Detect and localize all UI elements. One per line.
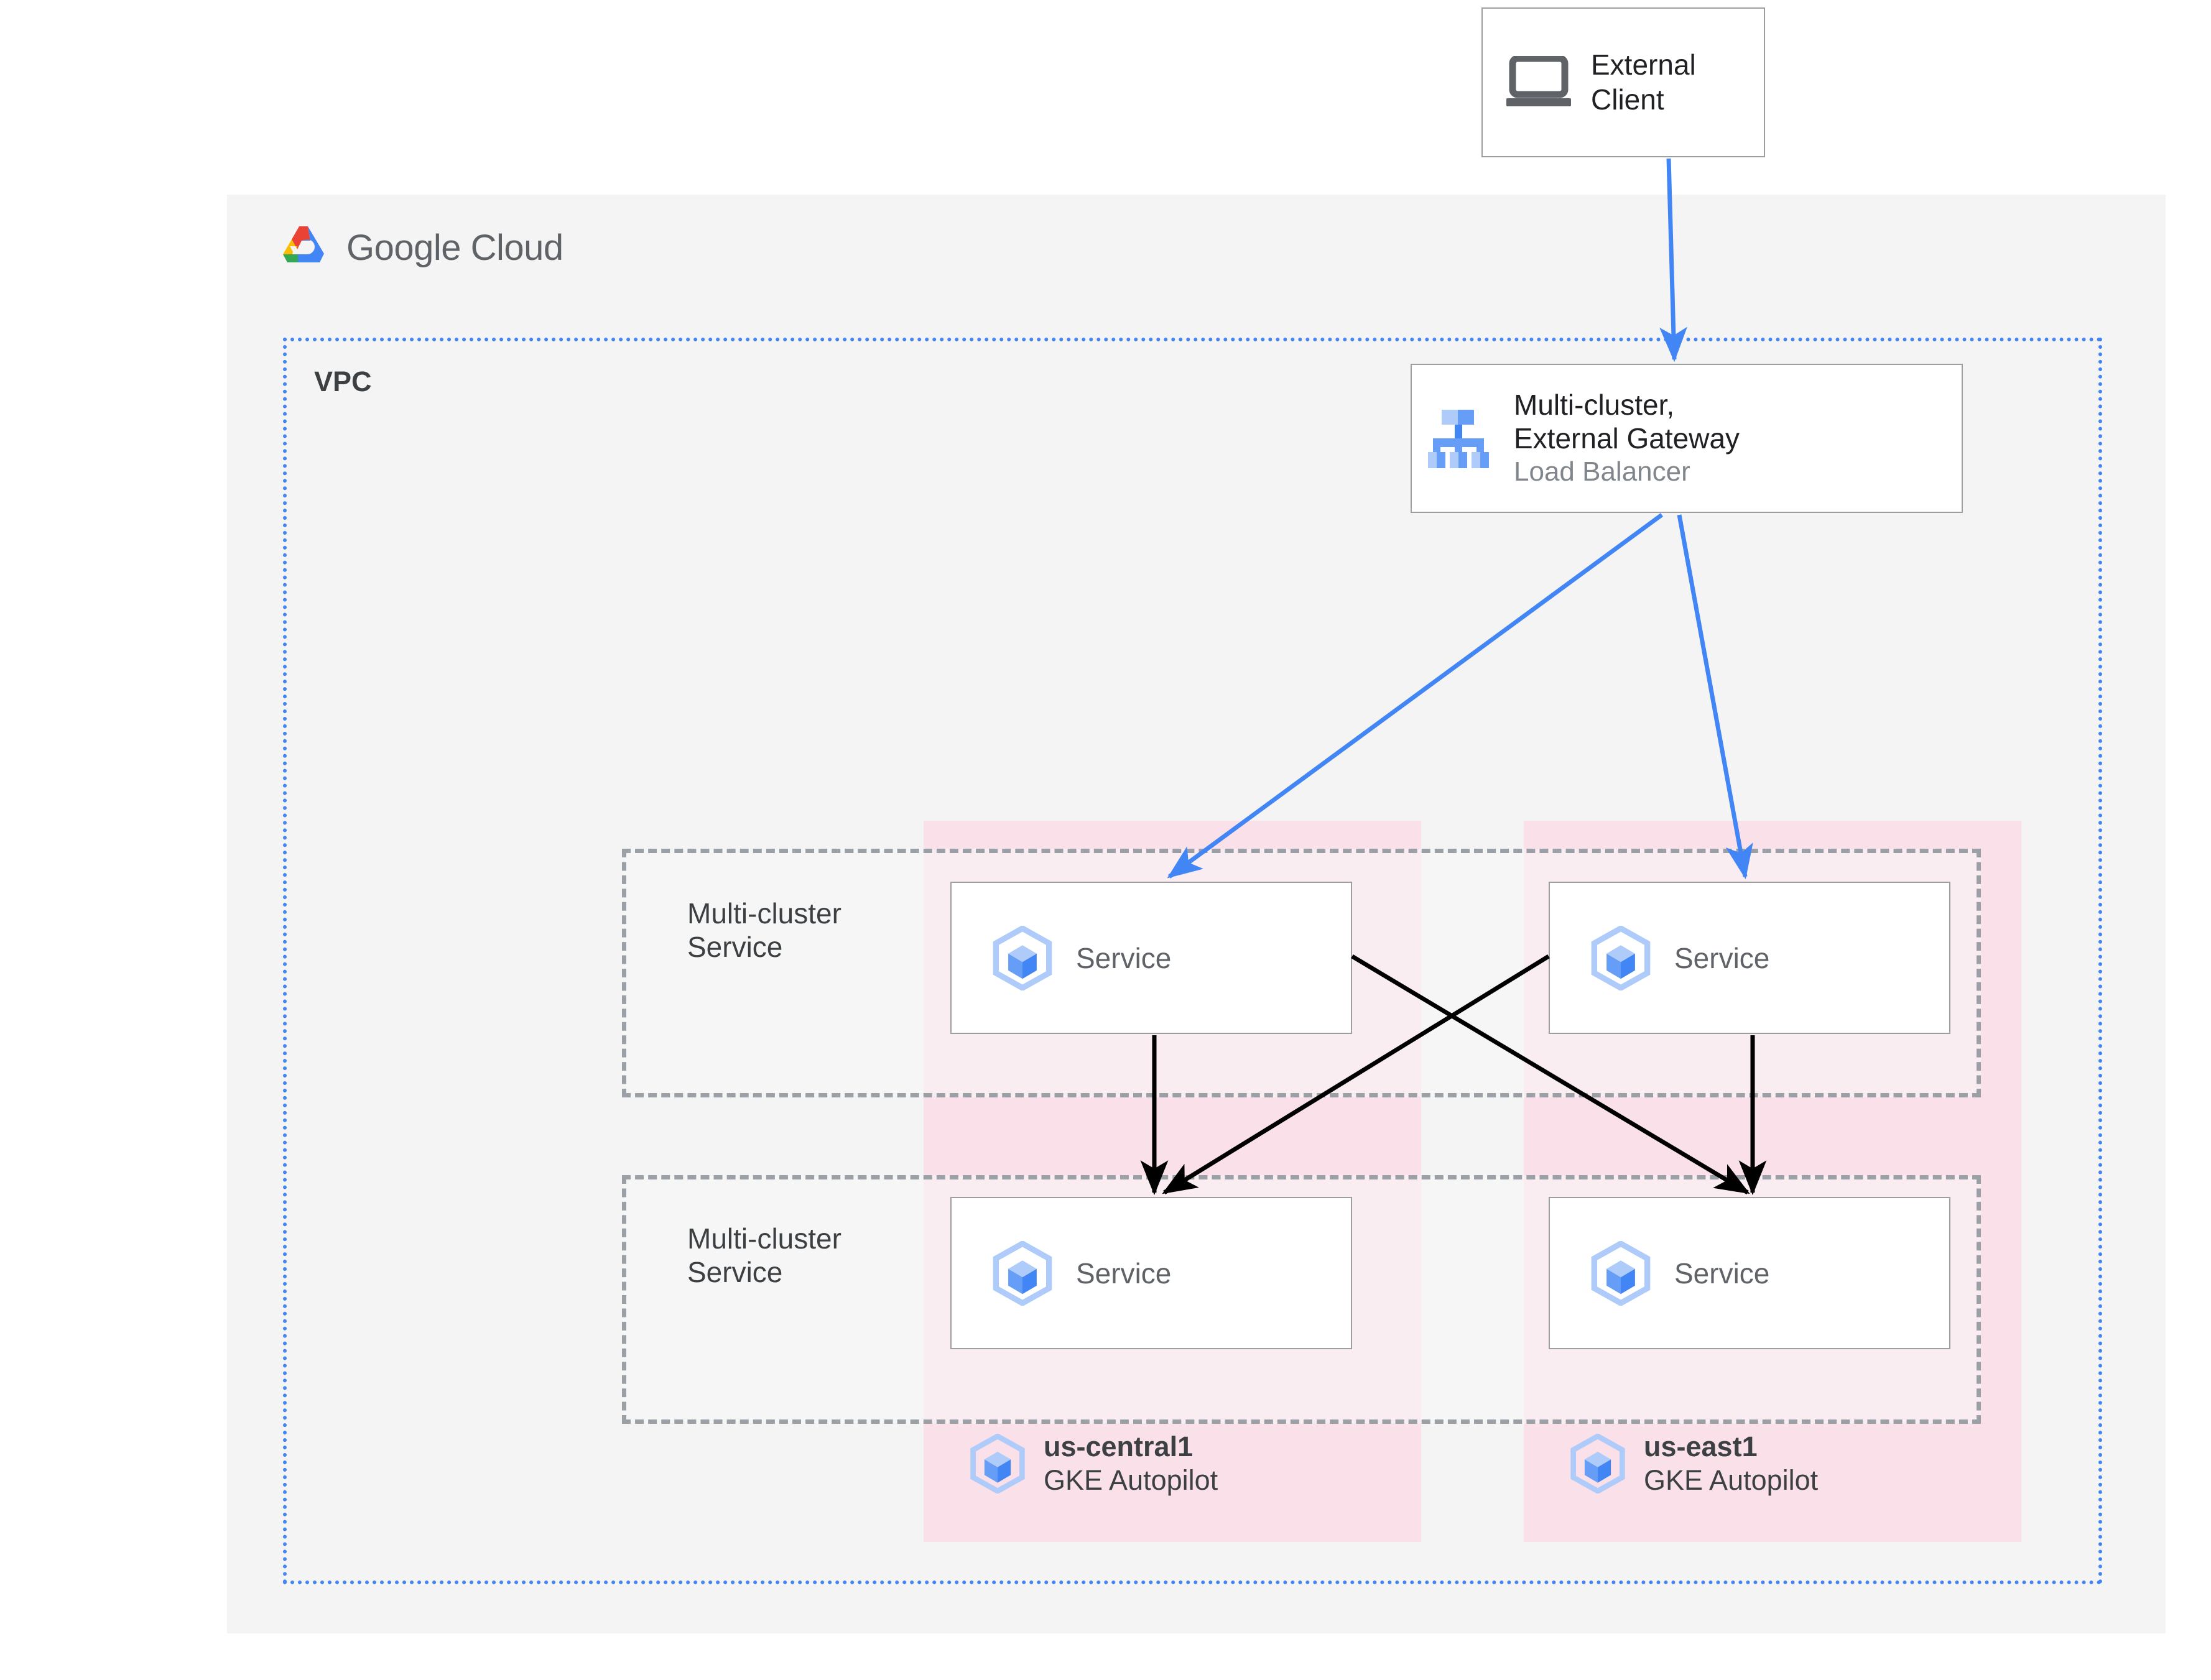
load-balancer-title-line2: External Gateway — [1514, 422, 1740, 455]
google-cloud-brand-text: Google Cloud — [346, 227, 563, 268]
service-box-bottom-left[interactable]: Service — [950, 1197, 1352, 1349]
service-box-bottom-right[interactable]: Service — [1549, 1197, 1950, 1349]
mcs-label-2-line2: Service — [687, 1256, 783, 1289]
external-client-label: External Client — [1591, 48, 1696, 116]
service-label: Service — [1076, 1257, 1172, 1290]
gke-cube-icon — [1591, 925, 1651, 990]
mcs-label-2-line1: Multi-cluster — [687, 1222, 841, 1255]
cluster-name: us-east1 — [1644, 1431, 1758, 1462]
mcs-label-1-line1: Multi-cluster — [687, 897, 841, 930]
gke-cube-icon — [970, 1434, 1025, 1493]
service-box-top-right[interactable]: Service — [1549, 882, 1950, 1034]
cluster-platform: GKE Autopilot — [1644, 1464, 1819, 1496]
vpc-boundary — [283, 338, 2102, 1584]
vpc-label: VPC — [314, 366, 372, 397]
gke-cube-icon — [1591, 1240, 1651, 1306]
external-client-line1: External — [1591, 48, 1696, 81]
multi-cluster-service-label-1: Multi-cluster Service — [687, 897, 841, 964]
service-label: Service — [1674, 1257, 1770, 1290]
multi-cluster-service-label-2: Multi-cluster Service — [687, 1222, 841, 1290]
google-cloud-mark-icon — [283, 226, 324, 262]
cluster-footer-us-east1: us-east1 GKE Autopilot — [1568, 1430, 1818, 1497]
external-client-line2: Client — [1591, 83, 1664, 116]
gke-cube-icon — [993, 1240, 1052, 1306]
mcs-label-1-line2: Service — [687, 931, 783, 964]
google-cloud-logo: Google Cloud — [277, 224, 563, 271]
load-balancer-hierarchy-icon — [1428, 410, 1489, 468]
load-balancer-text: Multi-cluster, External Gateway Load Bal… — [1514, 389, 1740, 487]
cluster-footer-us-central1: us-central1 GKE Autopilot — [968, 1430, 1218, 1497]
service-box-top-left[interactable]: Service — [950, 882, 1352, 1034]
external-client-box[interactable]: External Client — [1481, 7, 1765, 157]
service-label: Service — [1674, 941, 1770, 974]
load-balancer-subtitle: Load Balancer — [1514, 456, 1690, 487]
load-balancer-title-line1: Multi-cluster, — [1514, 389, 1675, 422]
gke-cube-icon — [1570, 1434, 1625, 1493]
cluster-name: us-central1 — [1044, 1431, 1194, 1462]
laptop-icon — [1506, 55, 1571, 106]
load-balancer-box[interactable]: Multi-cluster, External Gateway Load Bal… — [1411, 364, 1963, 513]
cluster-platform: GKE Autopilot — [1044, 1464, 1218, 1496]
gke-cube-icon — [993, 925, 1052, 990]
service-label: Service — [1076, 941, 1172, 974]
